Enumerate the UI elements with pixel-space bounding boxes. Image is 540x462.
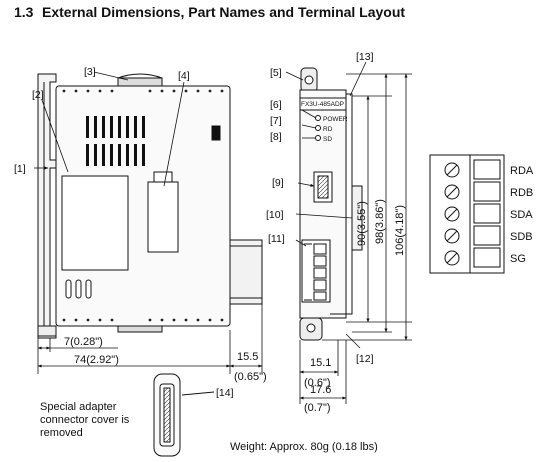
callout-11: [11] (268, 233, 285, 245)
terminal-layout (429, 154, 505, 274)
led-power-label: POWER (323, 116, 348, 123)
callout-13: [13] (356, 51, 374, 63)
led-sd-label: SD (323, 136, 332, 143)
weight-note: Weight: Approx. 80g (0.18 lbs) (230, 441, 378, 453)
connector-cover (153, 373, 215, 457)
dim-74mm: 74(2.92") (74, 354, 119, 366)
callout-6: [6] (270, 99, 282, 111)
dim-17-6-inch: (0.7") (304, 402, 331, 414)
nameplate-area (61, 175, 129, 271)
terminal-boxes (473, 159, 501, 268)
callout-2: [2] (32, 89, 44, 101)
dim-106mm: 106(4.18") (394, 205, 406, 256)
front-view (37, 73, 263, 339)
callout-9: [9] (272, 177, 284, 189)
terminal-sdb: SDB (510, 231, 533, 243)
model-panel (299, 97, 347, 111)
callout-5: [5] (270, 67, 282, 79)
dim-7mm: 7(0.28") (64, 336, 103, 348)
lower-slots (65, 279, 92, 299)
section-title: External Dimensions, Part Names and Term… (42, 4, 406, 20)
callout-1: [1] (14, 163, 26, 175)
dim-15-1mm: 15.1 (310, 357, 331, 369)
bottom-vent-dots (62, 318, 224, 322)
callout-7: [7] (270, 115, 282, 127)
led-power (315, 115, 321, 121)
led-sd (315, 135, 321, 141)
dim-98mm: 98(3.86") (374, 199, 386, 244)
section-heading: 1.3 External Dimensions, Part Names and T… (14, 4, 405, 20)
callout-12: [12] (356, 353, 374, 365)
dim-15-1-inch: (0.6") (304, 377, 331, 389)
top-vent-dots (62, 89, 224, 93)
side-connector (229, 239, 263, 305)
dim-90mm: 90(3.55") (356, 201, 368, 246)
terminal-rdb: RDB (510, 187, 533, 199)
dim-17-6mm: 17.6 (310, 384, 331, 396)
callout-3: [3] (84, 66, 96, 78)
callout-10: [10] (266, 209, 284, 221)
callout-14: [14] (216, 387, 234, 399)
vent-slots (86, 116, 145, 166)
dim-15-5mm: 15.5 (237, 351, 258, 363)
top-hook (117, 73, 163, 79)
side-view (299, 67, 363, 341)
terminal-sg: SG (510, 253, 526, 265)
terminal-rda: RDA (510, 165, 534, 177)
cover-removed-note: Special adapter connector cover is remov… (40, 401, 130, 439)
led-rd (315, 125, 321, 131)
model-label: FX3U-485ADP (301, 101, 344, 108)
callout-8: [8] (270, 131, 282, 143)
dim-15-5-inch: (0.65") (234, 371, 267, 383)
expansion-connector (147, 181, 179, 253)
terminal-screws (444, 162, 460, 266)
callout-4: [4] (178, 70, 190, 82)
led-rd-label: RD (323, 126, 333, 133)
section-number: 1.3 (14, 4, 34, 20)
terminal-sda: SDA (510, 209, 533, 221)
